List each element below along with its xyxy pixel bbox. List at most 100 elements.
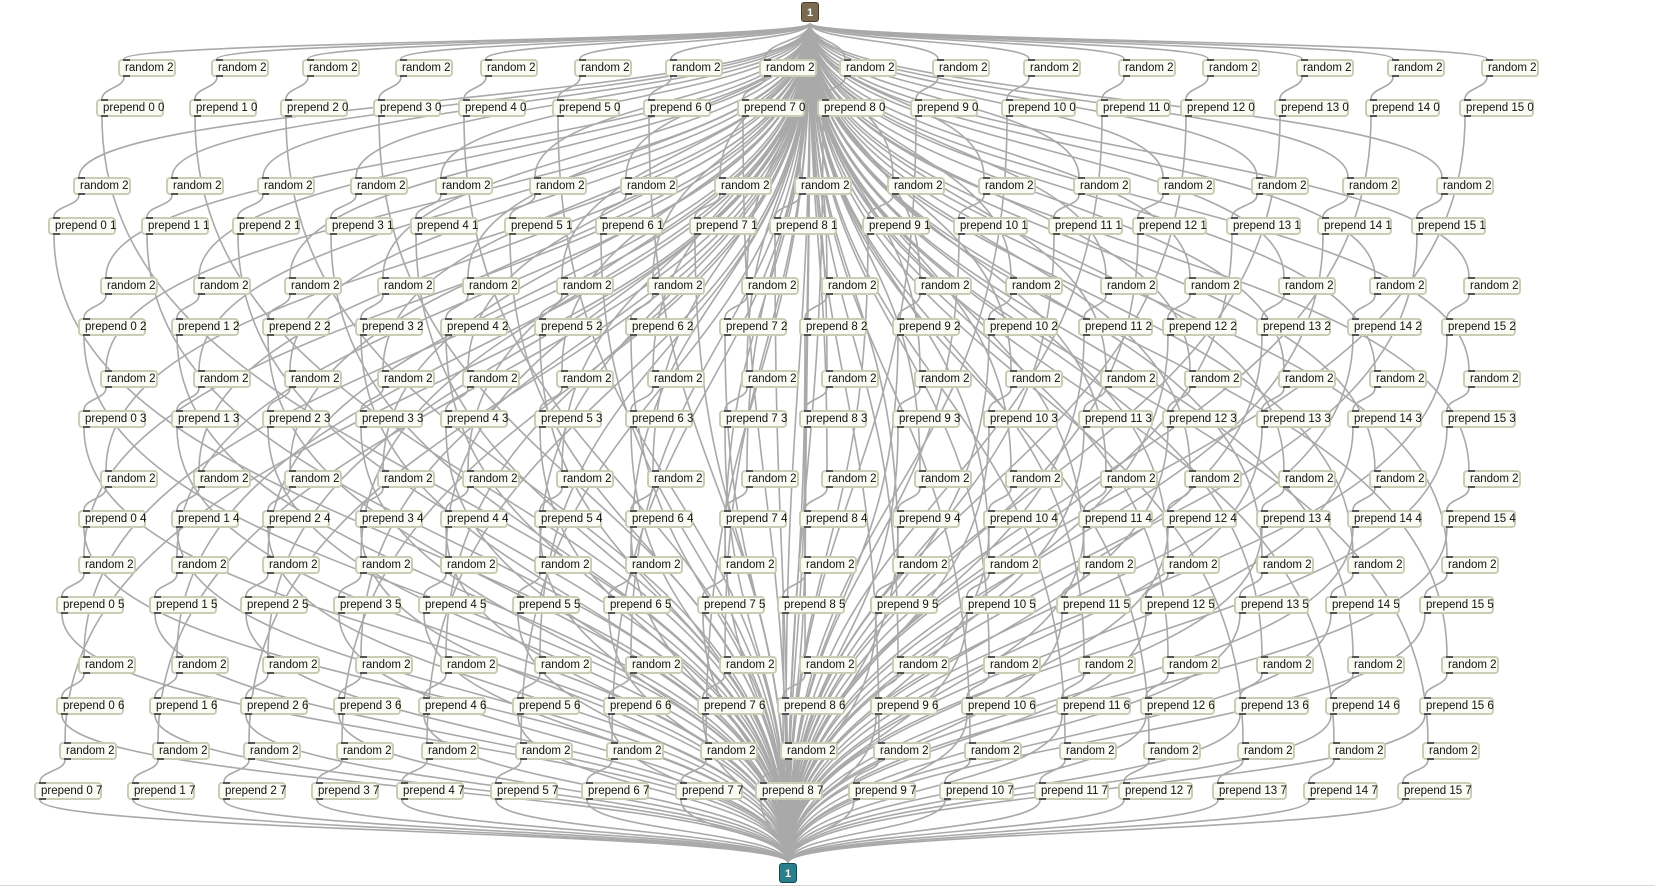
object-inlet[interactable] — [423, 697, 430, 699]
object-outlet[interactable] — [746, 293, 753, 295]
prepend-object-box[interactable]: prepend 2 4 — [262, 510, 330, 528]
object-inlet[interactable] — [897, 318, 904, 320]
object-outlet[interactable] — [1283, 486, 1290, 488]
random-object-box[interactable]: random 2 — [1347, 656, 1405, 674]
object-outlet[interactable] — [897, 526, 904, 528]
prepend-object-box[interactable]: prepend 1 4 — [171, 510, 239, 528]
object-outlet[interactable] — [83, 672, 90, 674]
prepend-object-box[interactable]: prepend 13 0 — [1274, 99, 1349, 117]
object-outlet[interactable] — [360, 334, 367, 336]
random-object-box[interactable]: random 2 — [932, 59, 990, 77]
prepend-object-box[interactable]: prepend 1 3 — [171, 410, 239, 428]
object-inlet[interactable] — [539, 318, 546, 320]
object-inlet[interactable] — [853, 782, 860, 784]
object-outlet[interactable] — [1105, 386, 1112, 388]
object-inlet[interactable] — [1392, 59, 1399, 61]
object-inlet[interactable] — [61, 596, 68, 598]
prepend-object-box[interactable]: prepend 10 1 — [953, 217, 1028, 235]
object-inlet[interactable] — [1352, 318, 1359, 320]
object-inlet[interactable] — [1446, 656, 1453, 658]
object-inlet[interactable] — [724, 656, 731, 658]
object-outlet[interactable] — [724, 426, 731, 428]
random-object-box[interactable]: random 2 — [302, 59, 360, 77]
random-object-box[interactable]: random 2 — [1162, 556, 1220, 574]
prepend-object-box[interactable]: prepend 5 6 — [512, 697, 580, 715]
prepend-object-box[interactable]: prepend 13 1 — [1226, 217, 1301, 235]
object-outlet[interactable] — [652, 486, 659, 488]
random-object-box[interactable]: random 2 — [1005, 370, 1063, 388]
object-inlet[interactable] — [561, 470, 568, 472]
random-object-box[interactable]: random 2 — [421, 742, 479, 760]
random-object-box[interactable]: random 2 — [262, 556, 320, 574]
random-object-box[interactable]: random 2 — [892, 656, 950, 674]
object-inlet[interactable] — [746, 470, 753, 472]
object-inlet[interactable] — [105, 470, 112, 472]
object-inlet[interactable] — [724, 510, 731, 512]
random-object-box[interactable]: random 2 — [78, 556, 136, 574]
object-outlet[interactable] — [719, 193, 726, 195]
random-object-box[interactable]: random 2 — [741, 277, 799, 295]
object-outlet[interactable] — [216, 75, 223, 77]
object-outlet[interactable] — [897, 572, 904, 574]
object-outlet[interactable] — [1261, 572, 1268, 574]
object-outlet[interactable] — [355, 193, 362, 195]
object-inlet[interactable] — [216, 59, 223, 61]
object-outlet[interactable] — [724, 334, 731, 336]
prepend-object-box[interactable]: prepend 0 6 — [56, 697, 124, 715]
prepend-object-box[interactable]: prepend 4 2 — [440, 318, 508, 336]
patcher-inlet-port[interactable]: 1 — [801, 2, 819, 22]
random-object-box[interactable]: random 2 — [714, 177, 772, 195]
object-inlet[interactable] — [1347, 177, 1354, 179]
object-outlet[interactable] — [826, 293, 833, 295]
object-inlet[interactable] — [804, 656, 811, 658]
prepend-object-box[interactable]: prepend 7 5 — [697, 596, 765, 614]
object-outlet[interactable] — [83, 334, 90, 336]
object-outlet[interactable] — [1239, 612, 1246, 614]
object-outlet[interactable] — [445, 572, 452, 574]
prepend-object-box[interactable]: prepend 7 2 — [719, 318, 787, 336]
random-object-box[interactable]: random 2 — [1441, 556, 1499, 574]
object-inlet[interactable] — [245, 596, 252, 598]
object-inlet[interactable] — [1039, 782, 1046, 784]
object-outlet[interactable] — [539, 526, 546, 528]
object-outlet[interactable] — [785, 758, 792, 760]
prepend-object-box[interactable]: prepend 1 6 — [149, 697, 217, 715]
object-outlet[interactable] — [400, 75, 407, 77]
random-object-box[interactable]: random 2 — [821, 470, 879, 488]
object-outlet[interactable] — [1010, 293, 1017, 295]
object-outlet[interactable] — [539, 572, 546, 574]
object-outlet[interactable] — [1330, 612, 1337, 614]
object-outlet[interactable] — [1352, 572, 1359, 574]
object-inlet[interactable] — [670, 59, 677, 61]
object-outlet[interactable] — [78, 193, 85, 195]
object-inlet[interactable] — [1301, 59, 1308, 61]
object-inlet[interactable] — [1402, 782, 1409, 784]
object-outlet[interactable] — [1468, 293, 1475, 295]
object-inlet[interactable] — [561, 277, 568, 279]
prepend-object-box[interactable]: prepend 4 3 — [440, 410, 508, 428]
object-outlet[interactable] — [176, 426, 183, 428]
prepend-object-box[interactable]: prepend 13 7 — [1212, 782, 1287, 800]
object-inlet[interactable] — [1333, 742, 1340, 744]
object-inlet[interactable] — [245, 697, 252, 699]
object-outlet[interactable] — [694, 233, 701, 235]
object-inlet[interactable] — [1370, 99, 1377, 101]
object-inlet[interactable] — [1424, 697, 1431, 699]
object-inlet[interactable] — [154, 697, 161, 699]
prepend-object-box[interactable]: prepend 8 3 — [799, 410, 867, 428]
object-inlet[interactable] — [1167, 656, 1174, 658]
object-inlet[interactable] — [223, 782, 230, 784]
object-inlet[interactable] — [705, 742, 712, 744]
random-object-box[interactable]: random 2 — [647, 370, 705, 388]
object-inlet[interactable] — [1352, 410, 1359, 412]
object-inlet[interactable] — [61, 697, 68, 699]
object-inlet[interactable] — [958, 217, 965, 219]
object-inlet[interactable] — [1083, 656, 1090, 658]
random-object-box[interactable]: random 2 — [435, 177, 493, 195]
random-object-box[interactable]: random 2 — [100, 470, 158, 488]
object-outlet[interactable] — [539, 672, 546, 674]
random-object-box[interactable]: random 2 — [719, 656, 777, 674]
prepend-object-box[interactable]: prepend 8 4 — [799, 510, 867, 528]
object-outlet[interactable] — [382, 386, 389, 388]
object-outlet[interactable] — [83, 572, 90, 574]
